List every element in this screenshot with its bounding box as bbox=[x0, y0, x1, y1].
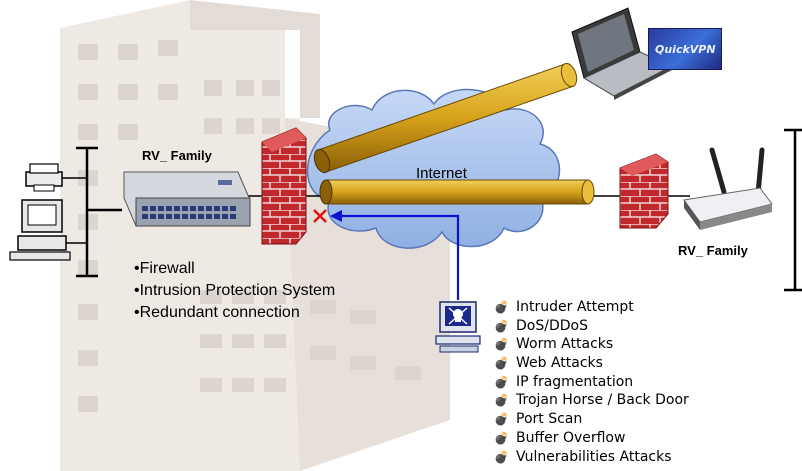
desktop-computer-icon bbox=[9, 199, 87, 261]
threat-list: 💣 Intruder Attempt 💣 DoS/DDoS 💣 Worm Attack… bbox=[494, 298, 689, 466]
bomb-icon: 💣 bbox=[494, 318, 509, 333]
bomb-icon: 💣 bbox=[494, 374, 509, 389]
router-left-icon bbox=[123, 171, 251, 227]
bomb-icon: 💣 bbox=[494, 430, 509, 445]
threat-label: Web Attacks bbox=[516, 355, 603, 372]
threat-item: 💣 Trojan Horse / Back Door bbox=[494, 391, 689, 410]
bomb-icon: 💣 bbox=[494, 356, 509, 371]
bomb-icon: 💣 bbox=[494, 337, 509, 352]
threat-item: 💣 Worm Attacks bbox=[494, 335, 689, 354]
threat-item: 💣 Web Attacks bbox=[494, 354, 689, 373]
threat-item: 💣 IP fragmentation bbox=[494, 373, 689, 392]
firewall-left-icon bbox=[261, 127, 307, 245]
bomb-icon: 💣 bbox=[494, 300, 509, 314]
threat-item: 💣 Buffer Overflow bbox=[494, 429, 689, 448]
router-left-label: RV_ Family bbox=[142, 148, 212, 163]
bomb-icon: 💣 bbox=[494, 412, 509, 427]
threat-item: 💣 Intruder Attempt bbox=[494, 298, 689, 317]
printer-icon bbox=[25, 163, 87, 192]
threat-label: Buffer Overflow bbox=[516, 429, 626, 446]
bomb-icon: 💣 bbox=[494, 393, 509, 408]
feature-item: •Redundant connection bbox=[134, 304, 300, 321]
threat-label: Vulnerabilities Attacks bbox=[516, 448, 672, 465]
blocked-x-mark bbox=[313, 209, 327, 223]
attacker-computer-icon bbox=[435, 301, 481, 353]
threat-label: DoS/DDoS bbox=[516, 317, 588, 334]
quickvpn-logo-text: QuickVPN bbox=[655, 43, 716, 56]
vpn-tunnel-top bbox=[313, 62, 578, 174]
lan-bus-left bbox=[76, 146, 122, 278]
lan-bus-right bbox=[784, 128, 802, 292]
feature-item: •Intrusion Protection System bbox=[134, 282, 336, 299]
threat-item: 💣 DoS/DDoS bbox=[494, 317, 689, 336]
vpn-tunnel-bottom bbox=[319, 179, 595, 205]
internet-label: Internet bbox=[416, 165, 468, 182]
threat-label: IP fragmentation bbox=[516, 373, 634, 390]
quickvpn-logo: QuickVPN bbox=[648, 28, 722, 70]
attack-arrow bbox=[330, 210, 460, 300]
threat-label: Trojan Horse / Back Door bbox=[516, 392, 689, 409]
bomb-icon: 💣 bbox=[494, 449, 509, 464]
threat-label: Worm Attacks bbox=[516, 336, 614, 353]
router-right-label: RV_ Family bbox=[678, 243, 748, 258]
feature-list: •Firewall •Intrusion Protection System •… bbox=[134, 258, 335, 324]
threat-label: Port Scan bbox=[516, 411, 583, 428]
feature-item: •Firewall bbox=[134, 260, 195, 277]
threat-item: 💣 Port Scan bbox=[494, 410, 689, 429]
firewall-right-icon bbox=[619, 153, 669, 229]
threat-item: 💣 Vulnerabilities Attacks bbox=[494, 448, 689, 467]
threat-label: Intruder Attempt bbox=[516, 299, 634, 315]
router-right-icon bbox=[683, 147, 773, 230]
